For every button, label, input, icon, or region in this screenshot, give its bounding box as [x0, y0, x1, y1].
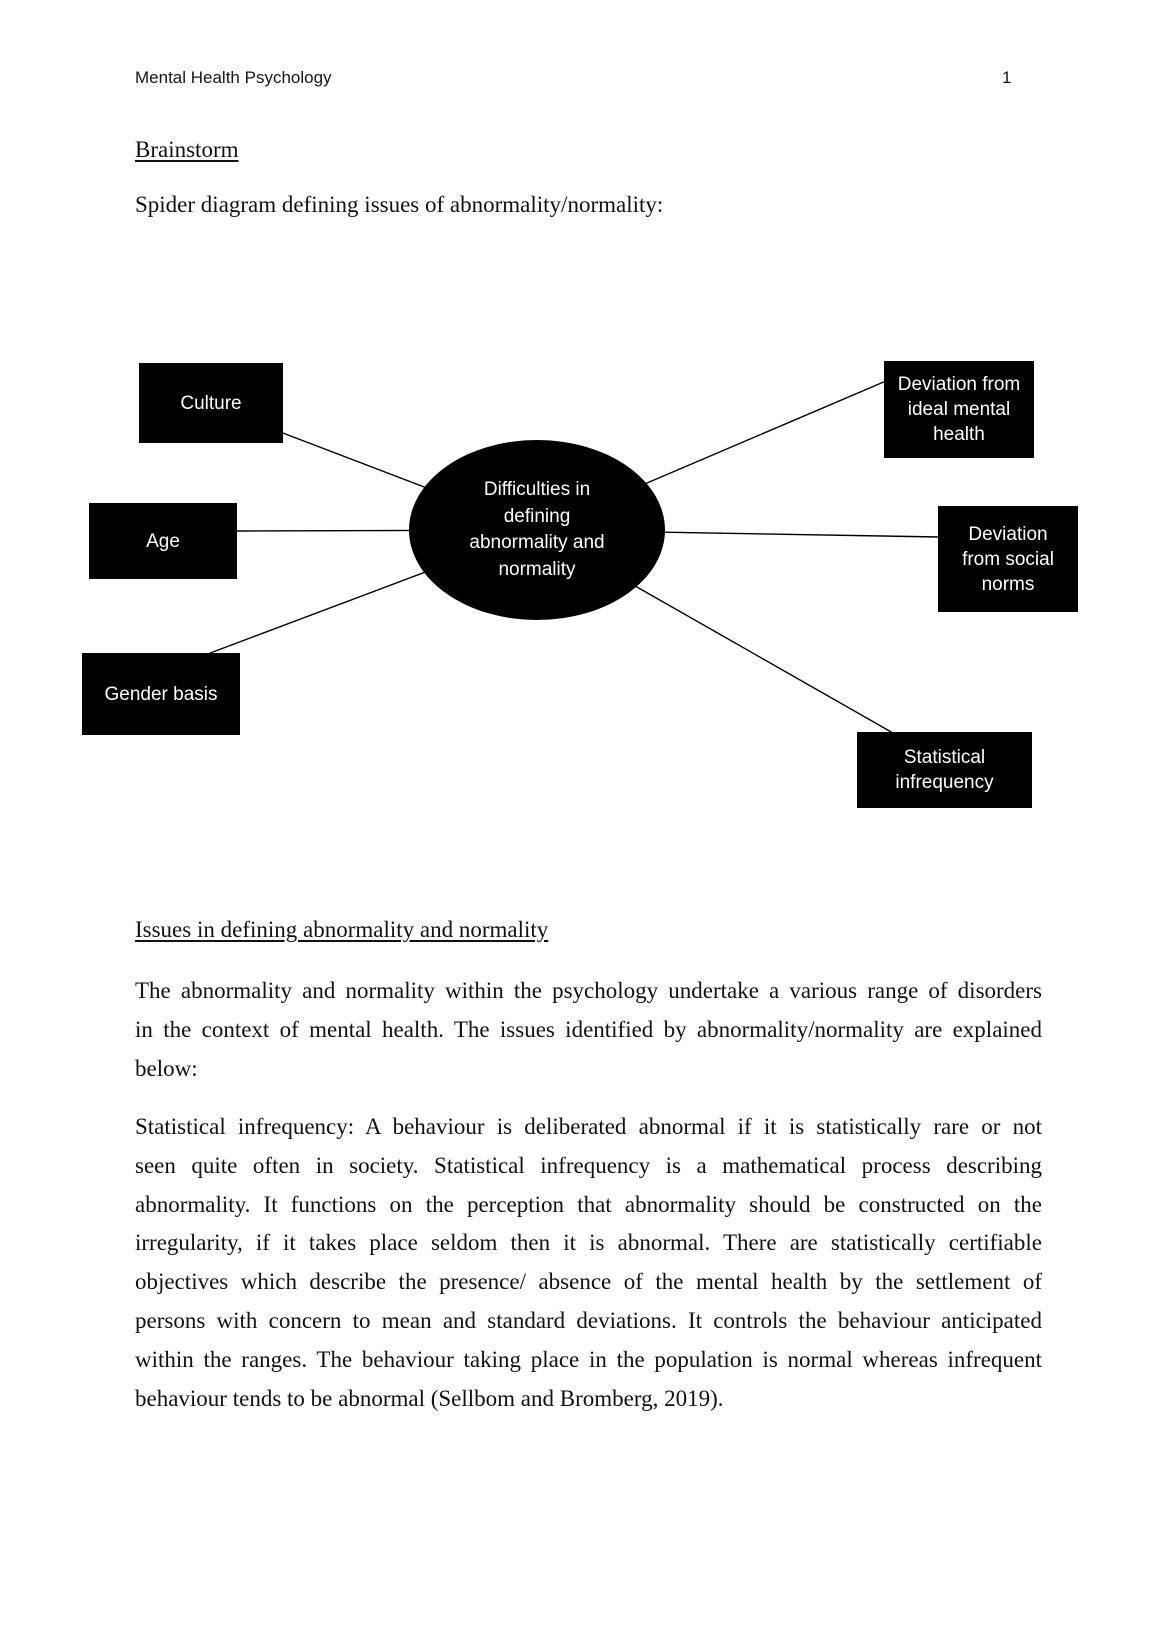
header-title: Mental Health Psychology	[135, 68, 332, 87]
diagram-node-culture: Culture	[139, 363, 283, 443]
page-number: 1	[1002, 68, 1012, 87]
diagram-node-gender-basis: Gender basis	[82, 653, 240, 735]
center-node-line: Difficulties in	[483, 479, 591, 500]
diagram-node-statistical-infrequency: Statistical infrequency	[857, 732, 1032, 808]
brainstorm-heading: Brainstorm	[135, 137, 239, 162]
paragraph-line: behaviour tends to be abnormal (Sellbom …	[135, 1385, 724, 1411]
paragraph-intro: The abnormality and normality within the…	[135, 972, 1042, 1088]
center-node-line: defining	[503, 505, 571, 527]
paragraph-line: persons with concern to mean and standar…	[135, 1307, 1042, 1333]
diagram-node-deviation-social-norms: Deviation from social norms	[938, 506, 1078, 612]
diagram-center-node: Difficulties in defining abnormality and…	[409, 440, 665, 620]
node-label-line: Deviation from	[897, 374, 1021, 395]
paragraph-line: below:	[135, 1055, 198, 1081]
paragraph-line: within the ranges. The behaviour taking …	[135, 1346, 1042, 1372]
node-label-line: from social	[962, 548, 1054, 570]
paragraph-line: The abnormality and normality within the…	[135, 978, 1042, 1003]
center-node-line: abnormality and	[469, 532, 605, 553]
paragraph-line: in the context of mental health. The iss…	[135, 1016, 1042, 1042]
paragraph-line: objectives which describe the presence/ …	[135, 1269, 1042, 1295]
spider-diagram-caption: Spider diagram defining issues of abnorm…	[135, 192, 664, 217]
node-label-line: Deviation	[968, 523, 1048, 545]
paragraph-line: irregularity, if it takes place seldom t…	[135, 1230, 1042, 1256]
node-label: Culture	[180, 392, 242, 414]
node-label-line: infrequency	[895, 772, 994, 793]
paragraph-line: seen quite often in society. Statistical…	[135, 1152, 1042, 1178]
node-label-line: norms	[981, 573, 1035, 595]
paragraph-line: Statistical infrequency: A behaviour is …	[135, 1114, 1042, 1139]
paragraph-line: abnormality. It functions on the percept…	[135, 1191, 1042, 1217]
node-label: Gender basis	[104, 683, 218, 705]
diagram-node-age: Age	[89, 503, 237, 579]
issues-heading: Issues in defining abnormality and norma…	[135, 917, 549, 942]
node-label-line: Statistical	[903, 747, 986, 768]
node-label-line: ideal mental	[907, 399, 1011, 420]
node-label: Age	[146, 530, 180, 552]
paragraph-statistical-infrequency: Statistical infrequency: A behaviour is …	[135, 1108, 1042, 1418]
diagram-node-deviation-ideal-mental-health: Deviation from ideal mental health	[884, 361, 1034, 458]
node-label-line: health	[933, 424, 985, 445]
center-node-line: normality	[498, 558, 576, 580]
